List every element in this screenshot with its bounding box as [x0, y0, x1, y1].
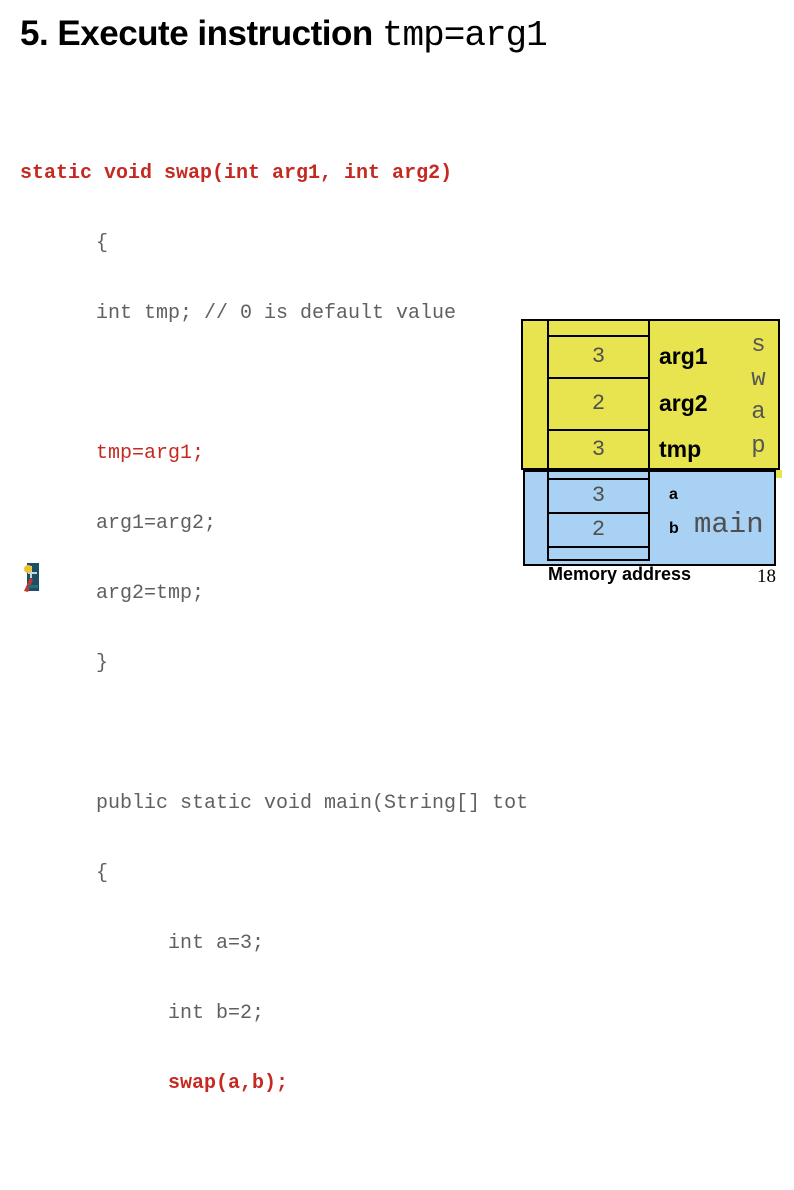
- swap-stack-frame: [521, 319, 780, 470]
- var-label-arg1: arg1: [659, 342, 708, 369]
- memory-cell-a: 3: [591, 482, 606, 508]
- memory-ladder-rung: [547, 478, 650, 480]
- main-frame-name: main: [694, 508, 764, 541]
- code-line: arg2=tmp;: [96, 582, 205, 605]
- code-block: static void swap(int arg1, int arg2) { i…: [20, 116, 528, 1190]
- code-line: static void swap(int arg1, int arg2): [20, 162, 453, 185]
- memory-ladder-rung: [547, 429, 650, 431]
- code-line: int tmp; // 0 is default value: [96, 302, 457, 325]
- memory-cell-arg2: 2: [591, 390, 606, 416]
- code-line: public static void main(String[] tot: [96, 792, 529, 815]
- var-label-arg2: arg2: [659, 389, 708, 416]
- memory-ladder-rail: [547, 319, 549, 560]
- code-line: int a=3;: [168, 932, 265, 955]
- memory-ladder-rung: [547, 377, 650, 379]
- var-label-tmp: tmp: [659, 436, 702, 462]
- memory-ladder-rung: [547, 512, 650, 514]
- code-line: [20, 372, 528, 396]
- memory-ladder-rung: [547, 546, 650, 548]
- code-line: [20, 722, 528, 746]
- footer-logo-icon: [23, 561, 41, 598]
- title-code-fragment: tmp=arg1: [381, 15, 548, 56]
- memory-cell-tmp: 3: [591, 437, 606, 462]
- memory-cell-arg1: 3: [591, 343, 606, 369]
- title-text: 5. Execute instruction: [20, 14, 382, 53]
- var-label-b: b: [669, 520, 679, 537]
- code-line: int b=2;: [168, 1002, 265, 1025]
- code-line: arg1=arg2;: [96, 512, 217, 535]
- code-line: }: [96, 652, 109, 675]
- code-line: [20, 1142, 528, 1166]
- code-line: swap(a,b);: [168, 1072, 289, 1095]
- memory-ladder-rail: [648, 319, 650, 560]
- memory-ladder-rung: [547, 335, 650, 337]
- code-line: {: [96, 232, 109, 255]
- var-label-a: a: [669, 486, 678, 503]
- memory-cell-b: 2: [591, 516, 606, 542]
- code-line: tmp=arg1;: [96, 442, 205, 465]
- slide-page-number: 18: [757, 566, 776, 587]
- memory-ladder-rung: [547, 559, 650, 561]
- page-title: 5. Execute instruction tmp=arg1: [20, 14, 548, 56]
- code-line: {: [96, 862, 109, 885]
- memory-address-caption: Memory address: [548, 564, 692, 584]
- swap-frame-shadow: [776, 470, 782, 478]
- swap-frame-name: swap: [751, 332, 766, 460]
